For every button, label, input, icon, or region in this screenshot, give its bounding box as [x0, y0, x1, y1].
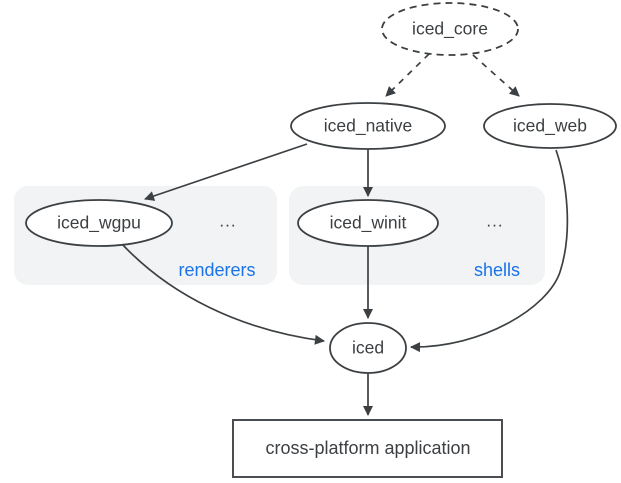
iced-wgpu-label: iced_wgpu	[57, 212, 141, 233]
iced-core-node	[381, 2, 519, 56]
shells-group-label: shells	[473, 260, 521, 280]
application-label: cross-platform application	[265, 438, 471, 458]
edge-wgpu-to-iced	[121, 243, 325, 345]
edge-core-to-web	[472, 54, 520, 97]
iced-native-label: iced_native	[323, 115, 413, 136]
edge-native-to-wgpu	[144, 143, 308, 201]
iced-node	[329, 322, 407, 374]
iced-web-node	[483, 103, 617, 149]
renderers-ellipsis: ...	[219, 211, 237, 231]
renderers-group-label: renderers	[178, 260, 256, 280]
iced-winit-node	[297, 199, 439, 247]
application-node-box	[232, 419, 503, 478]
iced-winit-label: iced_winit	[329, 212, 407, 233]
edge-core-to-native	[385, 53, 430, 97]
iced-label: iced	[351, 337, 385, 358]
iced-core-label: iced_core	[412, 18, 488, 39]
iced-wgpu-node	[25, 199, 173, 247]
edge-web-to-iced	[410, 149, 569, 353]
iced-native-node	[290, 102, 446, 150]
iced-web-label: iced_web	[513, 115, 587, 136]
shells-ellipsis: ...	[486, 211, 504, 231]
